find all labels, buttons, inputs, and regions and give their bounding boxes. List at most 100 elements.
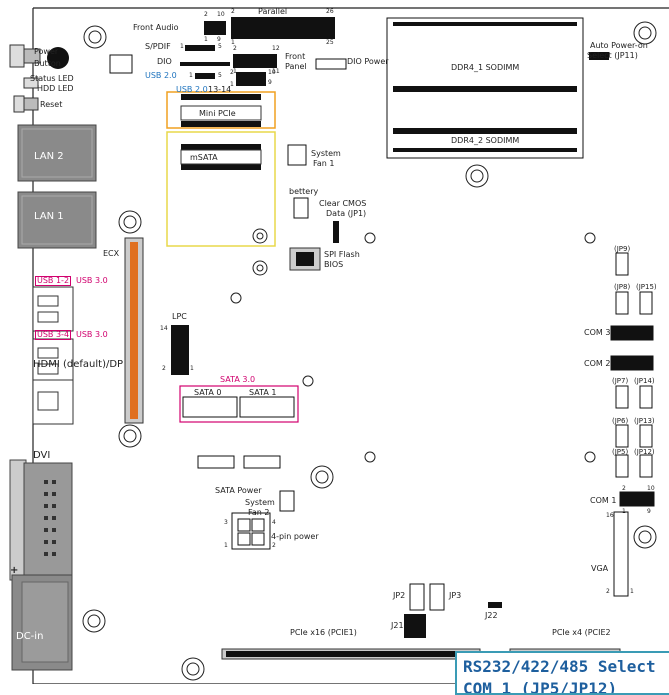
dvi-label: DVI <box>33 450 51 461</box>
lan2-label: LAN 2 <box>34 151 64 162</box>
bottom-pcie <box>221 583 621 660</box>
com1-label: COM 1 <box>590 496 617 505</box>
pin-label: 1 <box>231 39 235 46</box>
dc-in-plus-label: + <box>10 565 19 576</box>
jp6-label: (JP6) <box>612 417 629 425</box>
vga-label: VGA <box>591 564 609 573</box>
pin-label: 4 <box>272 519 276 526</box>
system-fan1-label-2: Fan 1 <box>313 159 335 168</box>
jp3-label: JP3 <box>449 591 462 600</box>
dio-label: DIO <box>157 57 172 66</box>
front-panel-label-1: Front <box>285 52 306 61</box>
pin-label: 1 <box>233 68 237 75</box>
mini-pcie-label: Mini PCIe <box>199 109 236 118</box>
pin-label: 9 <box>647 508 651 515</box>
pin-label: 5 <box>218 43 222 50</box>
clear-cmos-label-1: Clear CMOS <box>319 199 367 208</box>
msata-label: mSATA <box>190 153 218 162</box>
dio-power-label: DIO Power <box>347 57 389 66</box>
usb30-label-b: USB 3.0 <box>76 330 108 339</box>
pin-label: 3 <box>224 519 228 526</box>
hdd-led-label: HDD LED <box>37 84 74 93</box>
right-jumpers <box>610 252 655 597</box>
power-button-label-1: Power <box>34 47 59 56</box>
pin-label: 1 <box>180 43 184 50</box>
jp7-label: (JP7) <box>612 377 629 385</box>
pin-label: 9 <box>268 79 272 86</box>
clear-cmos-label-2: Data (JP1) <box>326 209 367 218</box>
pin-label: 2 <box>606 588 610 595</box>
pin-label: 1 <box>622 508 626 515</box>
auto-power-label-2: Select (JP11) <box>587 51 638 60</box>
ddr4-slots <box>386 17 584 159</box>
pin-label: 1 <box>204 36 208 43</box>
battery-label: bettery <box>289 187 319 196</box>
callout-subtitle: COM 1 (JP5/JP12) <box>463 679 618 695</box>
pin-label: 1 <box>230 81 234 88</box>
pin-label: 2 <box>162 365 166 372</box>
parallel-label: Parallel <box>258 7 288 16</box>
com3-label: COM 3 <box>584 328 611 337</box>
jp9-label: (JP9) <box>614 245 631 253</box>
hdmi-label: HDMI (default)/DP <box>33 359 124 370</box>
jp5-label: (JP5) <box>612 448 629 456</box>
sata-power-label: SATA Power <box>215 486 262 495</box>
jp14-label: (JP14) <box>634 377 655 385</box>
pin-label: 1 <box>224 542 228 549</box>
jp13-label: (JP13) <box>634 417 655 425</box>
pin-label: 16 <box>606 512 614 519</box>
sata1-label: SATA 1 <box>249 388 277 397</box>
callout-title: RS232/422/485 Select <box>463 657 656 676</box>
system-fan2-label-1: System <box>245 498 275 507</box>
pin-label: 1 <box>189 72 193 79</box>
rs232-select-callout: RS232/422/485 Select COM 1 (JP5/JP12) <box>455 651 669 695</box>
usb12-label: USB 1-2 <box>35 276 72 286</box>
usb20-label-2: USB 2.0 <box>176 85 208 94</box>
pin-label: 1 <box>190 365 194 372</box>
ddr4-1-label: DDR4_1 SODIMM <box>451 63 520 72</box>
power-button-label-2: Button <box>34 59 61 68</box>
four-pin-power-label: 4-pin power <box>271 532 319 541</box>
pin-label: 2 <box>230 69 234 76</box>
spi-flash-label-2: BIOS <box>324 260 344 269</box>
j21-label: J21 <box>391 621 404 630</box>
sata30-label: SATA 3.0 <box>220 375 256 384</box>
top-headers <box>109 17 609 86</box>
mounting-holes <box>82 21 662 681</box>
j22-label: J22 <box>485 611 498 620</box>
dc-in-label: DC-in <box>16 631 44 642</box>
lan1-label: LAN 1 <box>34 211 64 222</box>
usb30-label-a: USB 3.0 <box>76 276 108 285</box>
pin-label: 14 <box>160 325 168 332</box>
pcie-x16-label: PCIe x16 (PCIE1) <box>290 628 357 637</box>
sata0-label: SATA 0 <box>194 388 222 397</box>
jp12-label: (JP12) <box>634 448 655 456</box>
auto-power-label-1: Auto Power-on <box>590 41 648 50</box>
pin-label: 9 <box>217 36 221 43</box>
pin-label: 2 <box>231 8 235 15</box>
pin-label: 25 <box>326 39 334 46</box>
pcie-x4-label: PCIe x4 (PCIE2 <box>552 628 611 637</box>
jp15-label: (JP15) <box>636 283 657 291</box>
pin-label: 2 <box>272 542 276 549</box>
pin-label: 12 <box>272 45 280 52</box>
ddr4-2-label: DDR4_2 SODIMM <box>451 136 520 145</box>
pin-label: 26 <box>326 8 334 15</box>
lpc-label: LPC <box>172 312 187 321</box>
system-fan1-label-1: System <box>311 149 341 158</box>
sata-outline <box>179 385 299 423</box>
jp2-label: JP2 <box>393 591 406 600</box>
mini-pcie-outline <box>166 91 276 129</box>
ecx-label: ECX <box>103 249 120 258</box>
msata-outline <box>166 131 276 247</box>
pin-label: 11 <box>272 68 280 75</box>
jp8-label: (JP8) <box>614 283 631 291</box>
middle-components <box>124 144 339 550</box>
system-fan2-label-2: Fan 2 <box>248 508 270 517</box>
pin-label: 10 <box>268 69 276 76</box>
reset-label: Reset <box>40 100 63 109</box>
left-io <box>9 44 97 671</box>
pin-label: 10 <box>217 11 225 18</box>
usb34-label: USB 3-4 <box>35 330 72 340</box>
